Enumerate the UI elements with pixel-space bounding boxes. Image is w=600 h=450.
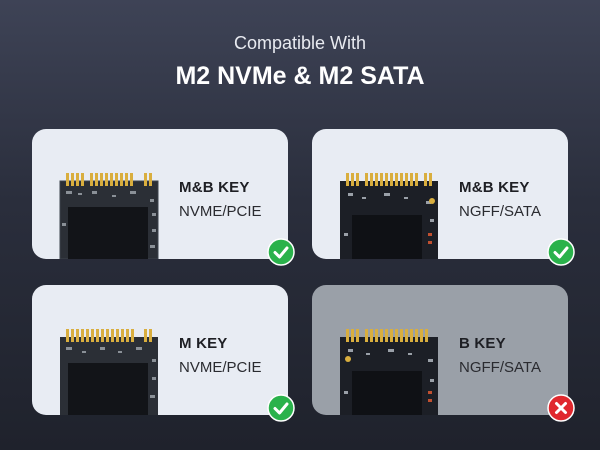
ssd-mb-key-image — [59, 173, 159, 259]
interface-type: NVME/PCIE — [179, 203, 262, 220]
interface-type: NVME/PCIE — [179, 359, 262, 376]
ssd-mb-key-sata-image — [340, 173, 438, 259]
card-info: M KEY NVME/PCIE — [179, 335, 262, 376]
card-b-key-sata: B KEY NGFF/SATA — [312, 285, 575, 422]
key-type: B KEY — [459, 335, 506, 352]
check-circle-icon — [267, 238, 295, 266]
key-type: M&B KEY — [459, 179, 530, 196]
key-type: M&B KEY — [179, 179, 250, 196]
page-title: M2 NVMe & M2 SATA — [175, 62, 425, 90]
key-type: M KEY — [179, 335, 228, 352]
interface-type: NGFF/SATA — [459, 203, 541, 220]
check-circle-icon — [267, 394, 295, 422]
ssd-b-key-image — [340, 329, 438, 415]
card-m-key-nvme: M KEY NVME/PCIE — [32, 285, 295, 422]
card-mb-key-nvme: M&B KEY NVME/PCIE — [32, 129, 295, 266]
card-info: M&B KEY NVME/PCIE — [179, 179, 262, 220]
interface-type: NGFF/SATA — [459, 359, 541, 376]
subtitle: Compatible With — [233, 33, 367, 53]
card-info: B KEY NGFF/SATA — [459, 335, 541, 376]
card-info: M&B KEY NGFF/SATA — [459, 179, 541, 220]
ssd-m-key-image — [60, 329, 158, 415]
x-circle-icon — [547, 394, 575, 422]
card-mb-key-sata: M&B KEY NGFF/SATA — [312, 129, 575, 266]
check-circle-icon — [547, 238, 575, 266]
